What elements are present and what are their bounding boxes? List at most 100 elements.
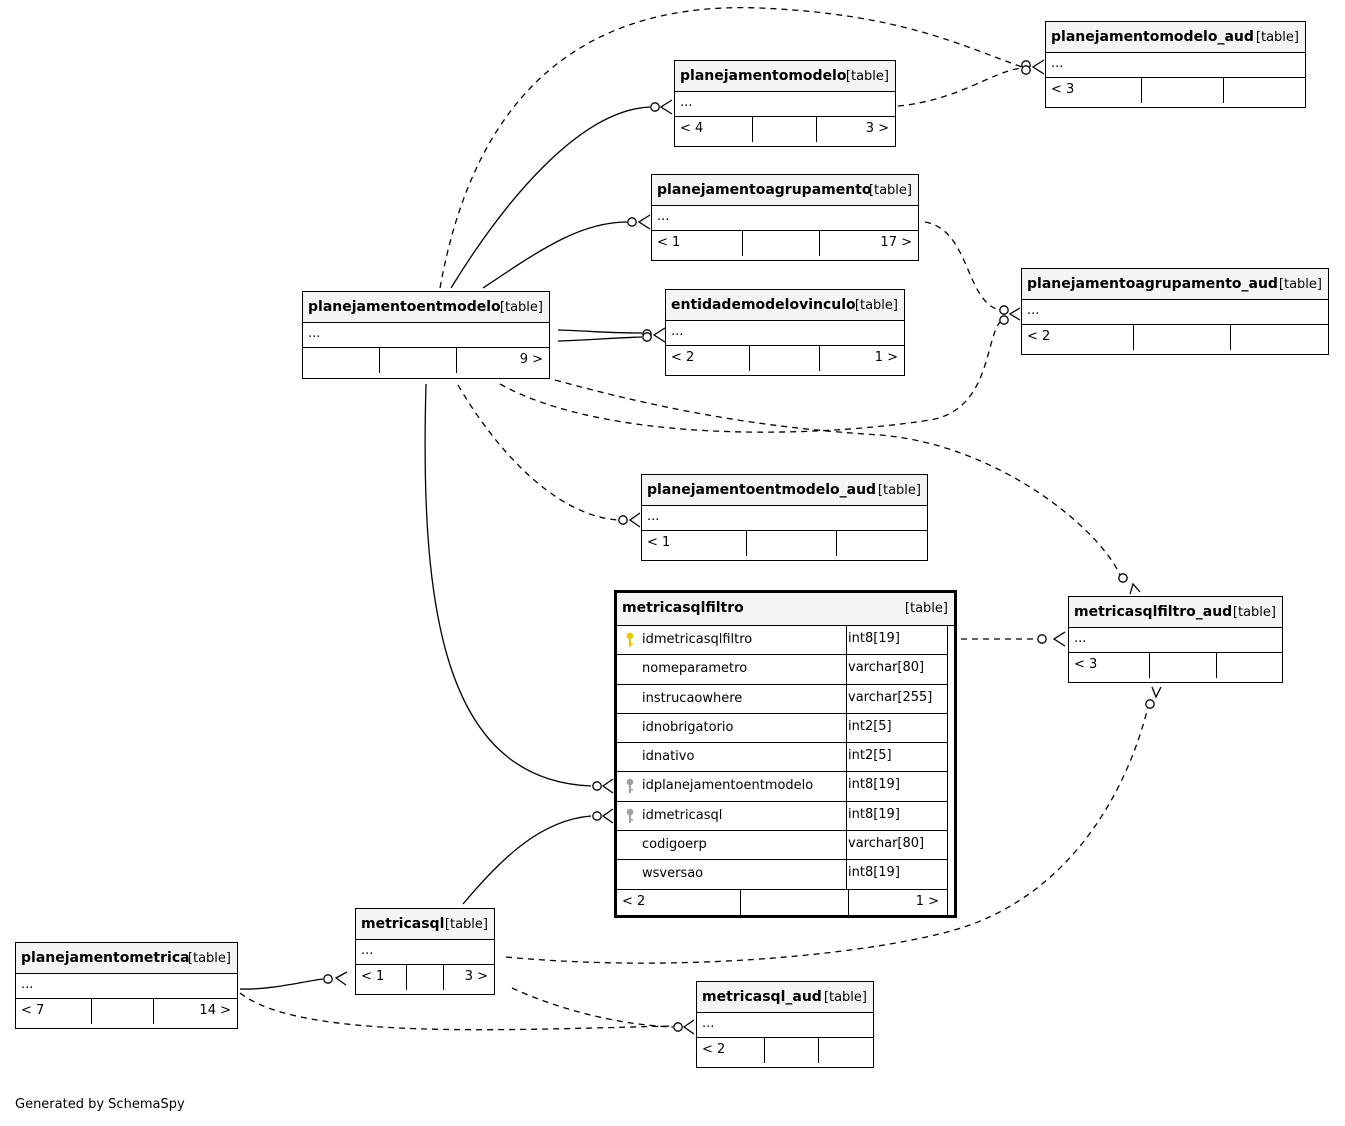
table-name: planejamentometrica <box>21 950 190 966</box>
edge-end-circle <box>1037 634 1047 644</box>
column-separator <box>846 684 847 713</box>
edge-end-arrow <box>652 327 666 343</box>
columns-collapsed: ... <box>1046 53 1305 78</box>
edge-end-circle <box>1021 65 1031 75</box>
edge-end-arrow <box>334 971 348 986</box>
table-name: metricasqlfiltro_aud <box>1074 604 1233 620</box>
table-planejamentoentmodelo[interactable]: planejamentoentmodelo [table] ... 9 > <box>302 291 550 379</box>
table-type-tag: [table] <box>1278 277 1322 292</box>
edge-planejamentoentmodelo-planejamentoagrupamento <box>482 221 628 289</box>
table-footer: < 1 <box>642 531 927 556</box>
table-footer: < 3 <box>1069 653 1282 678</box>
table-name: planejamentomodelo_aud <box>1051 29 1254 45</box>
column-separator <box>846 801 847 831</box>
table-name: metricasql <box>361 916 445 932</box>
table-name: planejamentoentmodelo <box>308 299 501 315</box>
edge-planejamentoentmodelo-planejamentomodelo-aud <box>439 7 1023 289</box>
table-planejamentomodelo[interactable]: planejamentomodelo [table] ... < 4 3 > <box>674 60 896 147</box>
columns-collapsed: ... <box>642 506 927 531</box>
edge-end-circle <box>999 305 1009 315</box>
columns-collapsed: ... <box>675 92 895 117</box>
table-entidademodelovinculo[interactable]: entidademodelovinculo [table] ... < 2 1 … <box>665 289 905 376</box>
table-name: entidademodelovinculo <box>671 297 856 313</box>
edge-end-circle <box>642 332 652 342</box>
edge-planejamentoagrupamento-planejamentoagrupamento-aud <box>924 221 1000 311</box>
edge-end-circle <box>592 781 602 791</box>
table-footer: < 3 <box>1046 78 1305 103</box>
column-type: int8[19] <box>848 806 900 822</box>
children-count: 3 > <box>464 969 488 984</box>
table-type-tag: [table] <box>854 298 898 313</box>
edge-end-circle <box>650 102 660 112</box>
table-metricasqlfiltro[interactable]: metricasqlfiltro [table] idmetricasqlfil… <box>614 590 957 918</box>
table-name: planejamentoagrupamento <box>657 182 872 198</box>
primary-key-icon <box>626 632 634 647</box>
edge-metricasql-metricasqlfiltro-aud <box>505 706 1149 964</box>
edge-planejamentoentmodelo-metricasqlfiltro-aud <box>554 379 1121 576</box>
table-metricasql-aud[interactable]: metricasql_aud [table] ... < 2 <box>696 981 874 1068</box>
column-separator <box>846 743 847 772</box>
columns-collapsed: ... <box>652 206 918 231</box>
columns-collapsed: ... <box>303 323 549 348</box>
edge-planejamentomodelo-planejamentomodelo-aud <box>897 67 1023 107</box>
children-count: 17 > <box>880 235 912 250</box>
table-header: planejamentomodelo_aud [table] <box>1046 22 1305 53</box>
column-type: int8[19] <box>848 631 900 646</box>
table-planejamentoagrupamento-aud[interactable]: planejamentoagrupamento_aud [table] ... … <box>1021 268 1329 355</box>
columns-collapsed: ... <box>666 321 904 346</box>
column-separator <box>846 860 847 889</box>
column-type: varchar[80] <box>848 660 925 676</box>
column-type: int8[19] <box>848 777 900 793</box>
column-separator <box>846 713 847 743</box>
children-count: 9 > <box>519 352 543 367</box>
column-name: codigoerp <box>642 837 707 853</box>
table-header: metricasql_aud [table] <box>697 982 873 1013</box>
edge-planejamentoentmodelo-planejamentomodelo <box>450 106 651 289</box>
edge-end-arrow <box>1008 307 1021 321</box>
column-name: nomeparametro <box>642 661 748 677</box>
table-planejamentoagrupamento[interactable]: planejamentoagrupamento [table] ... < 1 … <box>651 174 919 261</box>
table-planejamentometrica[interactable]: planejamentometrica [table] ... < 7 14 > <box>15 942 238 1029</box>
table-footer: < 2 <box>697 1038 873 1063</box>
table-planejamentoentmodelo-aud[interactable]: planejamentoentmodelo_aud [table] ... < … <box>641 474 928 561</box>
table-header: planejamentoagrupamento [table] <box>652 175 918 206</box>
edge-planejamentometrica-metricasql <box>239 978 324 990</box>
parents-count: < 2 <box>622 894 646 909</box>
table-header: planejamentoentmodelo_aud [table] <box>642 475 927 506</box>
table-name: metricasqlfiltro <box>622 600 744 616</box>
table-type-tag: [table] <box>1232 605 1276 620</box>
edge-end-arrow <box>601 778 614 794</box>
table-footer: < 2 1 > <box>617 890 948 916</box>
table-type-tag: [table] <box>444 917 488 932</box>
parents-count: < 2 <box>702 1042 726 1057</box>
table-header: metricasqlfiltro [table] <box>617 593 954 626</box>
table-name: planejamentoentmodelo_aud <box>647 482 877 498</box>
table-footer: < 4 3 > <box>675 117 895 142</box>
edge-planejamentometrica-metricasql-aud <box>239 992 674 1031</box>
edge-end-arrow <box>601 808 614 824</box>
column-separator <box>846 626 847 655</box>
table-header: planejamentoagrupamento_aud [table] <box>1022 269 1328 300</box>
table-planejamentomodelo-aud[interactable]: planejamentomodelo_aud [table] ... < 3 <box>1045 21 1306 108</box>
column-row[interactable]: nomeparametro varchar[80] <box>617 655 948 685</box>
table-header: planejamentoentmodelo [table] <box>303 292 549 323</box>
edge-planejamentoentmodelo-entidademodelovinculo-a <box>557 329 643 334</box>
edge-end-circle <box>1145 699 1155 709</box>
table-footer: < 1 17 > <box>652 231 918 256</box>
table-header: planejamentomodelo [table] <box>675 61 895 92</box>
foreign-key-icon <box>626 808 634 823</box>
children-count: 1 > <box>874 350 898 365</box>
table-metricasql[interactable]: metricasql [table] ... < 1 3 > <box>355 908 495 995</box>
table-metricasqlfiltro-aud[interactable]: metricasqlfiltro_aud [table] ... < 3 <box>1068 596 1283 683</box>
children-count: 3 > <box>865 121 889 136</box>
